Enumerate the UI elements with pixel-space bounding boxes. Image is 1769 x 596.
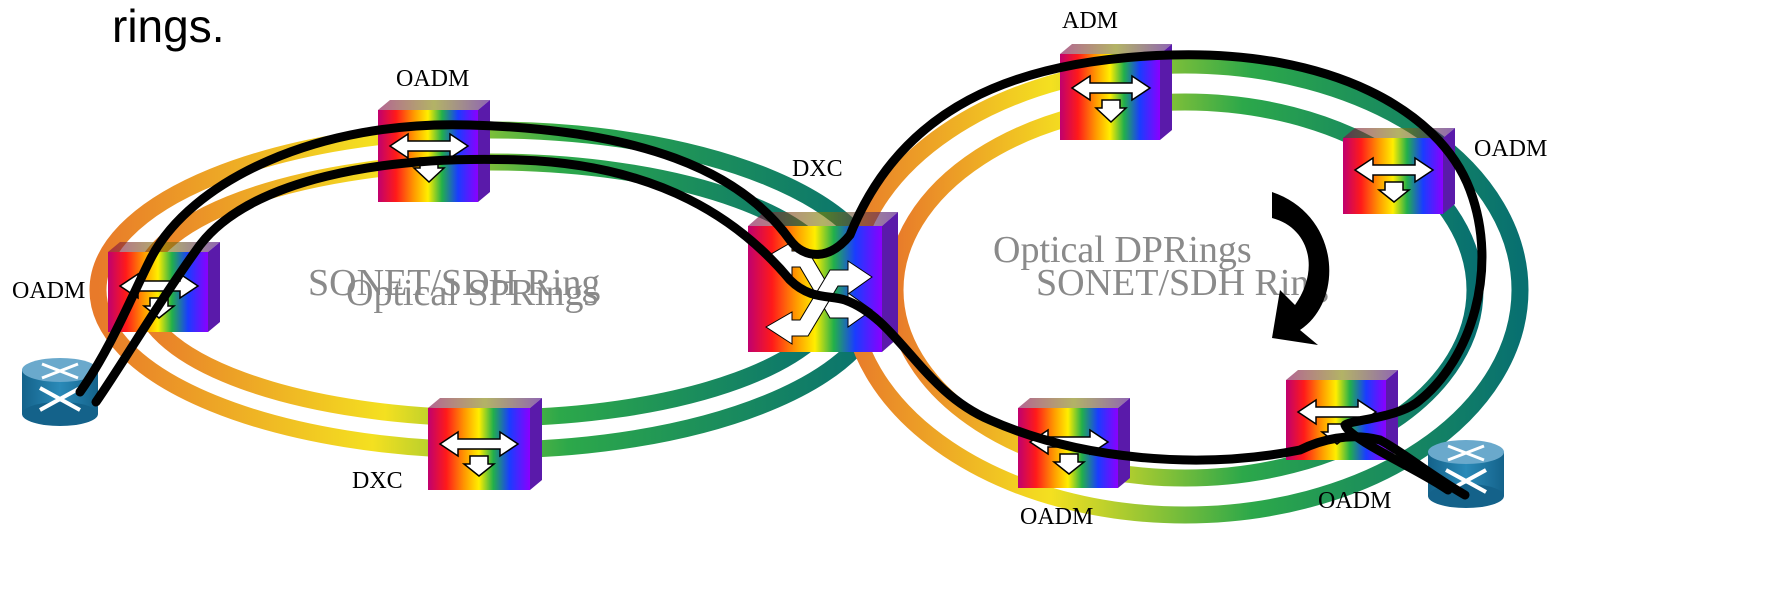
node-left-top[interactable] [378, 100, 490, 202]
right-ring-label-a: Optical DPRings [993, 229, 1252, 271]
curved-arrow-icon [1272, 192, 1330, 345]
slide-heading: rings. [112, 0, 224, 52]
left-ring-label-a: SONET/SDH Ring [308, 262, 600, 304]
node-center-label: DXC [792, 156, 843, 182]
node-left-top-label: OADM [396, 66, 469, 92]
node-right-top-label: ADM [1062, 8, 1118, 34]
node-right-bottom-left-label: OADM [1020, 504, 1093, 530]
node-left-side-label: OADM [12, 278, 85, 304]
node-center[interactable] [748, 212, 898, 352]
light-paths [75, 50, 1487, 500]
node-left-bottom-label: DXC [352, 468, 403, 494]
node-right-side-label: OADM [1474, 136, 1547, 162]
node-left-bottom[interactable] [428, 398, 542, 490]
left-ring-label-b: Optical SPRings [346, 272, 598, 314]
router-left[interactable] [22, 358, 98, 426]
node-right-bottom-right-label: OADM [1318, 488, 1391, 514]
